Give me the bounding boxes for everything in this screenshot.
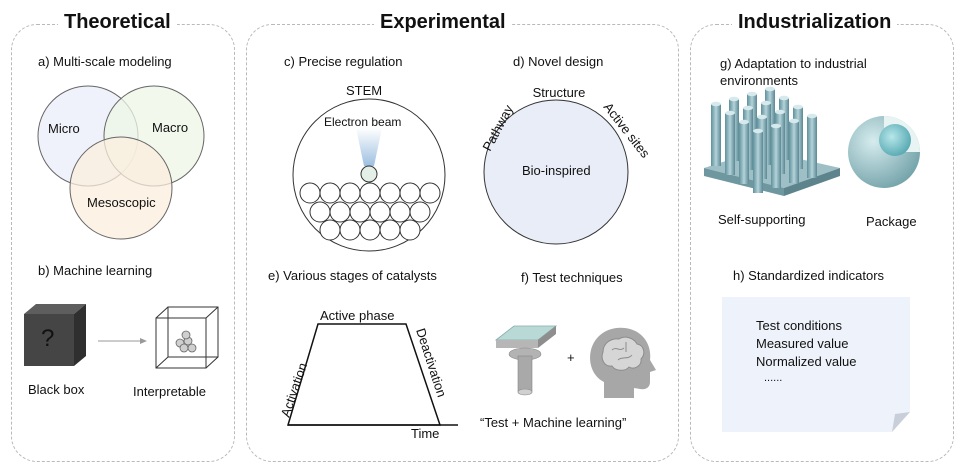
subtitle-test-techniques: f) Test techniques: [521, 270, 623, 285]
arrow-head: [140, 338, 147, 344]
nanopillar-top: [789, 118, 799, 124]
particle-cluster: [175, 330, 197, 353]
venn-label-meso: Mesoscopic: [87, 195, 156, 210]
nanopillar-top: [793, 104, 803, 110]
nanopillar: [739, 122, 749, 184]
label-structure: Structure: [533, 85, 586, 100]
package-core: [879, 124, 911, 156]
electron-beam: [356, 128, 382, 166]
indicator-line-normalized-value: Normalized value: [756, 354, 857, 369]
nanopillar: [711, 104, 721, 166]
nanopillar-top: [775, 109, 785, 115]
indicator-paper-fold: [892, 412, 910, 432]
electrode-plate-front: [496, 340, 538, 348]
indicator-line-measured-value: Measured value: [756, 336, 849, 351]
electrode-rod-end: [517, 388, 533, 396]
nanopillar-top: [765, 86, 775, 92]
subtitle-industrial-adaptation-line1: g) Adaptation to industrial: [720, 56, 867, 71]
bio-inspired-circle: [483, 99, 629, 245]
black-box-front: [24, 314, 74, 366]
nanopillar-top: [725, 110, 735, 116]
venn-label-micro: Micro: [48, 121, 80, 136]
black-box-top: [24, 304, 86, 314]
nanopillar: [753, 131, 763, 193]
label-package: Package: [866, 214, 917, 229]
subtitle-industrial-adaptation-line2: environments: [720, 73, 799, 88]
subtitle-catalyst-stages: e) Various stages of catalysts: [268, 268, 437, 283]
nanopillar-array: [711, 86, 817, 193]
label-bio-inspired: Bio-inspired: [522, 163, 591, 178]
nanopillar: [789, 121, 799, 183]
label-active-phase: Active phase: [320, 308, 395, 323]
section-title-experimental: Experimental: [374, 11, 512, 34]
substrate-side: [784, 168, 840, 196]
nanopillar-top: [711, 101, 721, 107]
section-title-theoretical: Theoretical: [58, 11, 177, 34]
venn-label-macro: Macro: [152, 120, 189, 135]
label-time: Time: [411, 426, 440, 441]
venn-circle-meso: [69, 136, 173, 240]
section-title-industrialization: Industrialization: [732, 11, 898, 34]
black-box-side: [74, 304, 86, 366]
target-atom: [360, 165, 378, 183]
label-black-box: Black box: [28, 382, 85, 397]
nanopillar-top: [747, 91, 757, 97]
brain-icon: [601, 336, 645, 371]
label-stem: STEM: [346, 83, 383, 98]
subtitle-novel-design: d) Novel design: [513, 54, 604, 69]
plus-sign: +: [567, 350, 575, 365]
label-interpretable: Interpretable: [133, 384, 206, 399]
nanopillar-top: [729, 96, 739, 102]
nanopillar-top: [761, 100, 771, 106]
label-electron-beam: Electron beam: [324, 115, 402, 129]
atom-lattice: [299, 182, 441, 241]
brain-folds: [611, 342, 633, 361]
question-mark: ?: [41, 325, 55, 352]
nanopillar-top: [779, 95, 789, 101]
nanopillar: [725, 113, 735, 175]
subtitle-precise-regulation: c) Precise regulation: [284, 54, 403, 69]
indicator-paper: [722, 297, 910, 432]
subtitle-multiscale-modeling: a) Multi-scale modeling: [38, 54, 172, 69]
nanopillar-top: [757, 114, 767, 120]
transparent-cube: [155, 306, 219, 369]
nanopillar-top: [753, 128, 763, 134]
nanopillar-top: [739, 119, 749, 125]
nanopillar: [771, 126, 781, 188]
nanopillar-top: [771, 123, 781, 129]
label-self-supporting: Self-supporting: [718, 212, 806, 227]
nanopillar: [807, 116, 817, 178]
indicator-line-test-conditions: Test conditions: [756, 318, 842, 333]
indicator-line-ellipsis: ......: [764, 372, 783, 384]
subtitle-standardized-indicators: h) Standardized indicators: [733, 268, 885, 283]
label-test-machine-learning: “Test + Machine learning”: [480, 415, 627, 430]
nanopillar-top: [807, 113, 817, 119]
electrode-plate-side: [538, 326, 556, 348]
nanopillar-top: [743, 105, 753, 111]
subtitle-machine-learning: b) Machine learning: [38, 263, 153, 278]
